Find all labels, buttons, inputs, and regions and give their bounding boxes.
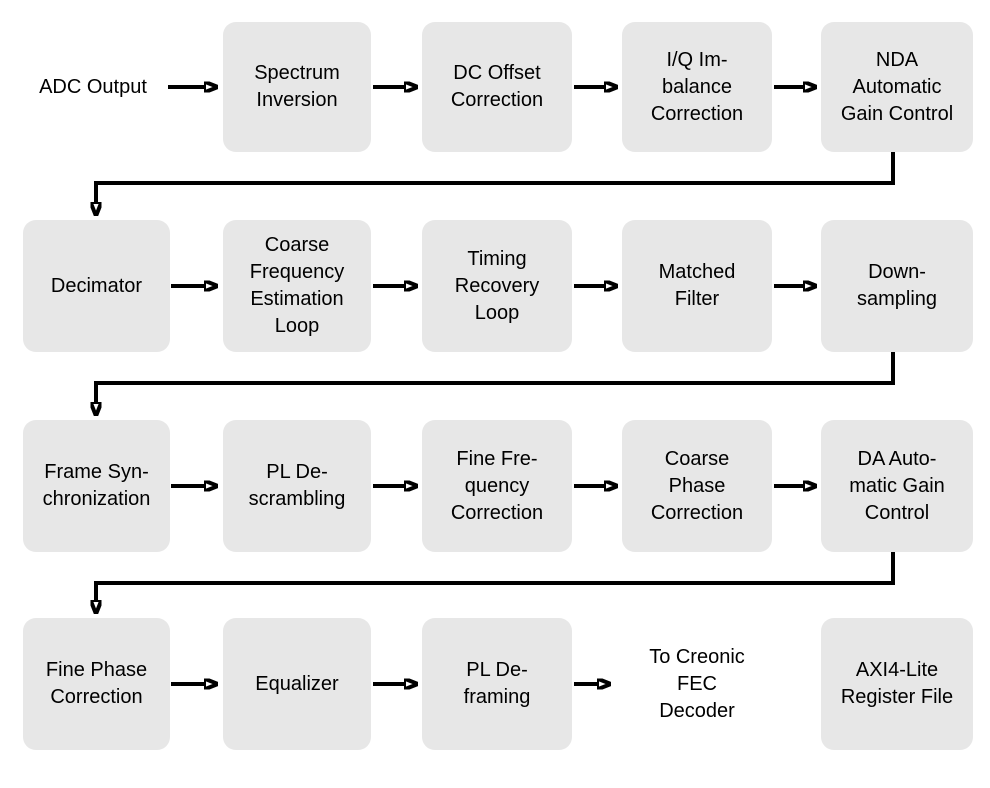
block-da-automatic-gain-control: DA Auto- matic Gain Control — [821, 420, 973, 552]
block-coarse-phase-correction: Coarse Phase Correction — [622, 420, 772, 552]
block-pl-descrambling: PL De- scrambling — [223, 420, 371, 552]
block-downsampling: Down- sampling — [821, 220, 973, 352]
connector-daagc-to-finephase — [96, 552, 895, 601]
to-creonic-fec-decoder-label: To Creonic FEC Decoder — [649, 645, 745, 722]
adc-output-label: ADC Output — [39, 75, 147, 98]
block-dc-offset-correction: DC Offset Correction — [422, 22, 572, 152]
block-axi4-lite-register-file: AXI4-Lite Register File — [821, 618, 973, 750]
block-fine-phase-correction: Fine Phase Correction — [23, 618, 170, 750]
block-iq-imbalance-correction: I/Q Im- balance Correction — [622, 22, 772, 152]
block-nda-automatic-gain-control: NDA Automatic Gain Control — [821, 22, 973, 152]
block-coarse-frequency-estimation-loop: Coarse Frequency Estimation Loop — [223, 220, 371, 352]
block-pl-deframing: PL De- framing — [422, 618, 572, 750]
block-fine-frequency-correction: Fine Fre- quency Correction — [422, 420, 572, 552]
connector-ndaagc-to-decimator — [96, 152, 895, 203]
block-matched-filter: Matched Filter — [622, 220, 772, 352]
block-equalizer: Equalizer — [223, 618, 371, 750]
connector-downsampling-to-framesync — [96, 352, 895, 403]
block-spectrum-inversion: Spectrum Inversion — [223, 22, 371, 152]
block-timing-recovery-loop: Timing Recovery Loop — [422, 220, 572, 352]
block-frame-synchronization: Frame Syn- chronization — [23, 420, 170, 552]
block-decimator: Decimator — [23, 220, 170, 352]
